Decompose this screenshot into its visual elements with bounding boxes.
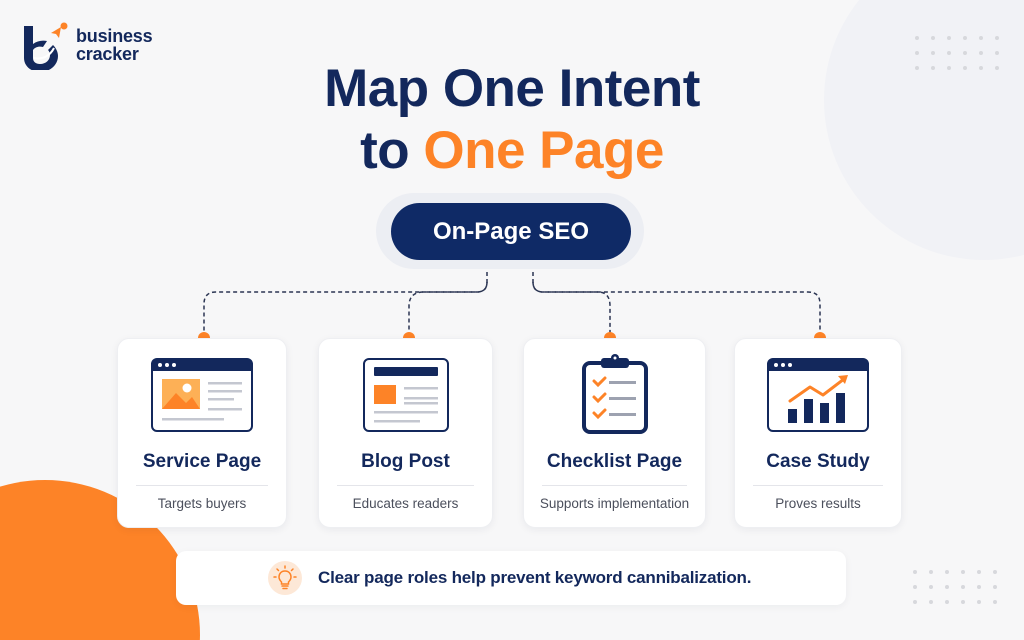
card-service-page: Service Page Targets buyers [117, 338, 287, 528]
card-checklist-page: Checklist Page Supports implementation [523, 338, 706, 528]
card-title: Checklist Page [546, 451, 683, 472]
article-icon [362, 358, 449, 432]
tip-text: Clear page roles help prevent keyword ca… [318, 568, 752, 587]
card-divider [753, 485, 883, 486]
card-title: Service Page [142, 451, 262, 472]
brand-logo: business cracker [20, 20, 153, 70]
card-subtitle: Proves results [775, 496, 861, 511]
decorative-dot-grid-top [915, 36, 1011, 81]
card-subtitle: Supports implementation [539, 496, 690, 511]
title-line2: to One Page [0, 120, 1024, 182]
card-subtitle: Educates readers [352, 496, 459, 511]
b-arrow-logo-icon [24, 22, 68, 70]
webpage-image-icon [151, 358, 253, 432]
card-divider [542, 485, 687, 486]
card-divider [337, 485, 474, 486]
page-title: Map One Intent to One Page [0, 58, 1024, 182]
brand-name-line2: cracker [76, 44, 139, 64]
title-line2-accent: One Page [423, 121, 664, 180]
card-case-study: Case Study Proves results [734, 338, 902, 528]
tip-banner: Clear page roles help prevent keyword ca… [176, 551, 846, 605]
lightbulb-icon [268, 561, 302, 595]
title-line1: Map One Intent [324, 59, 700, 118]
brand-name-line1: business [76, 26, 153, 46]
clipboard-checklist-icon [581, 354, 648, 434]
card-blog-post: Blog Post Educates readers [318, 338, 493, 528]
title-line2-prefix: to [360, 121, 424, 180]
hub-pill-on-page-seo: On-Page SEO [391, 203, 631, 260]
decorative-dot-grid-bottom [913, 570, 1009, 615]
card-title: Blog Post [361, 451, 450, 472]
card-divider [136, 485, 268, 486]
card-subtitle: Targets buyers [157, 496, 247, 511]
growth-chart-icon [767, 358, 869, 432]
card-title: Case Study [766, 451, 870, 472]
